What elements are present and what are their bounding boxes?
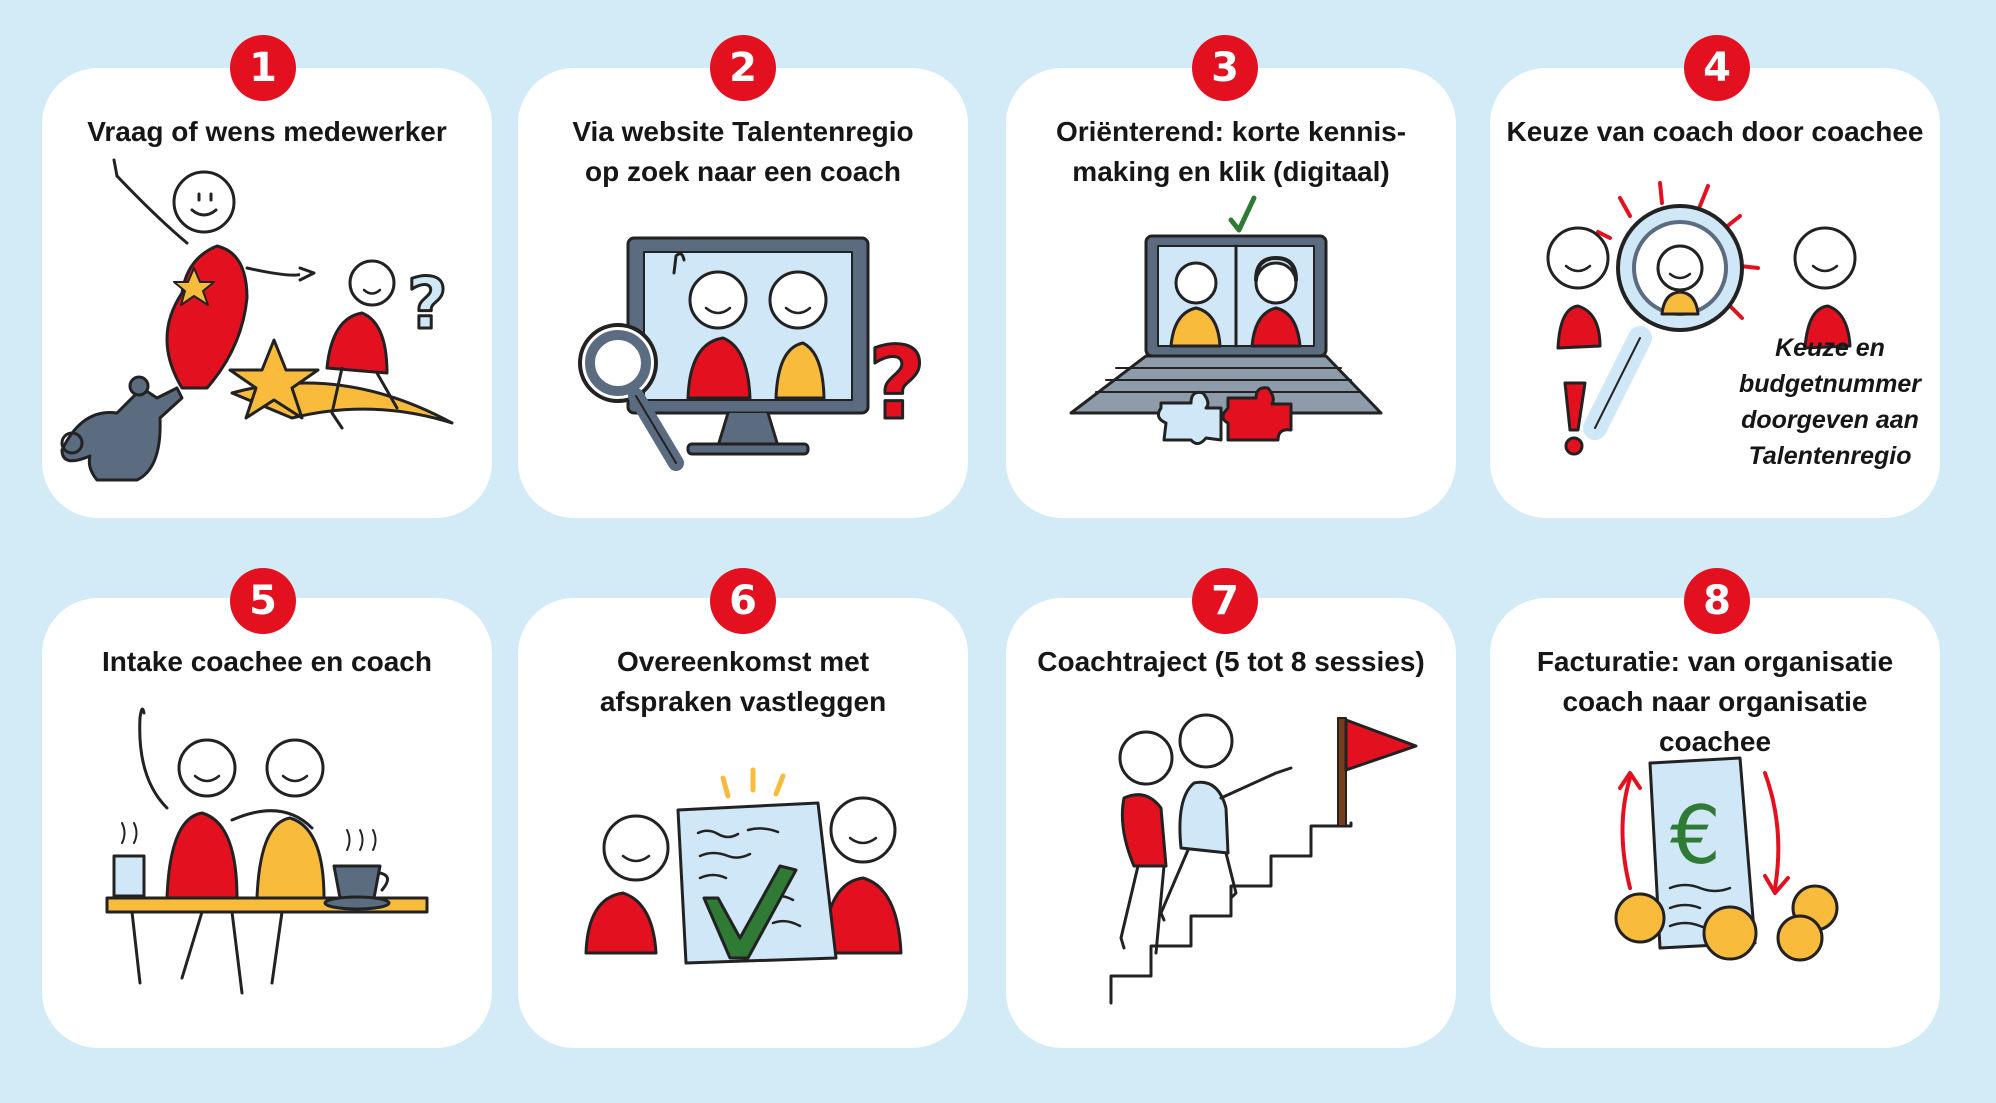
step-number-badge: 1: [230, 35, 296, 101]
step-card-2: Via website Talentenregio op zoek naar e…: [518, 68, 968, 518]
genie-lamp-icon: ?: [60, 158, 454, 482]
step-card-7: Coachtraject (5 tot 8 sessies): [1006, 598, 1456, 1048]
step-title: Via website Talentenregio op zoek naar e…: [572, 116, 914, 187]
agreement-document-icon: [584, 767, 903, 965]
svg-text:?: ?: [407, 263, 448, 345]
step-number-badge: 3: [1192, 35, 1258, 101]
computer-search-icon: ?: [578, 236, 928, 471]
euro-invoice-icon: €: [1614, 756, 1839, 962]
magnifier-choice-icon: [1546, 181, 1857, 456]
step-number-badge: 2: [710, 35, 776, 101]
step-number-badge: 6: [710, 568, 776, 634]
step-title: Vraag of wens medewerker: [87, 116, 447, 147]
step-title: Coachtraject (5 tot 8 sessies): [1037, 646, 1425, 677]
step-card-8: Facturatie: van organisatie coach naar o…: [1490, 598, 1940, 1048]
laptop-video-call-icon: [1069, 195, 1383, 445]
step-title: Intake coachee en coach: [102, 646, 432, 677]
step-title: Overeenkomst met afspraken vastleggen: [599, 646, 887, 717]
step-card-6: Overeenkomst met afspraken vastleggen: [518, 598, 968, 1048]
step-card-3: Oriënterend: korte kennis- making en kli…: [1006, 68, 1456, 518]
svg-text:€: €: [1670, 789, 1721, 882]
step-number-badge: 5: [230, 568, 296, 634]
step-title: Facturatie: van organisatie coach naar o…: [1536, 646, 1894, 757]
step-number-badge: 8: [1684, 568, 1750, 634]
svg-text:?: ?: [868, 325, 926, 442]
step-card-5: Intake coachee en coach: [42, 598, 492, 1048]
stairs-flag-icon: [1109, 713, 1418, 1005]
step-note: Keuze en budgetnummer doorgeven aan Tale…: [1739, 334, 1921, 470]
step-number-badge: 4: [1684, 35, 1750, 101]
step-number-badge: 7: [1192, 568, 1258, 634]
step-title: Oriënterend: korte kennis- making en kli…: [1055, 116, 1407, 187]
step-card-1: Vraag of wens medewerker ?: [42, 68, 492, 518]
coffee-table-icon: [105, 707, 429, 995]
step-card-4: Keuze van coach door coachee Keuze en bu…: [1490, 68, 1940, 518]
step-title: Keuze van coach door coachee: [1506, 116, 1924, 147]
